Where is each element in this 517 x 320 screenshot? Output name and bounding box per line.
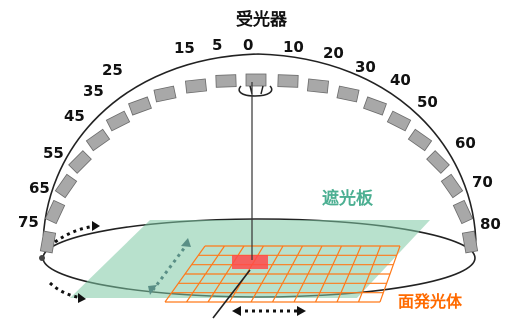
angle-label: 60 [455, 134, 476, 152]
arrow-heads [78, 221, 306, 316]
sensor-block [184, 78, 208, 94]
angle-label: 50 [417, 93, 438, 111]
sensor-block [461, 230, 479, 254]
angle-label: 75 [18, 213, 39, 231]
angle-label: 45 [64, 107, 85, 125]
shield-label: 遮光板 [322, 188, 374, 209]
sensor-block [39, 230, 57, 254]
sensor-block [440, 173, 464, 199]
angle-label: 80 [480, 215, 501, 233]
center-rail [212, 269, 251, 319]
sensor-block [105, 110, 131, 132]
sensor-block [336, 85, 360, 103]
sensor-block [215, 74, 237, 88]
angle-label: 15 [174, 39, 195, 57]
sensor-block [128, 96, 152, 116]
sensor-block [68, 150, 92, 174]
angle-label: 40 [390, 71, 411, 89]
angle-label: 30 [355, 58, 376, 76]
angle-label: 20 [323, 44, 344, 62]
shield-move-arrow-icon [148, 238, 191, 295]
sensor-block [306, 78, 330, 94]
sensor-block [407, 128, 433, 152]
sensor-block [85, 128, 111, 152]
angle-label: 0 [243, 36, 253, 54]
sensor-block [153, 85, 177, 103]
receiver-label: 受光器 [236, 9, 288, 30]
sensor-block [245, 73, 267, 87]
pivot-dot [39, 255, 45, 261]
sensor-block [426, 150, 450, 174]
dotted-move-arrows [48, 224, 300, 313]
angle-label: 35 [83, 82, 104, 100]
angle-label: 65 [29, 179, 50, 197]
sensor-block [452, 199, 474, 225]
angle-label: 10 [283, 38, 304, 56]
rotation-arrow-icon [238, 85, 273, 97]
sensor-block [44, 199, 66, 225]
sensor-block [277, 74, 299, 88]
angle-label: 25 [102, 61, 123, 79]
angle-label: 55 [43, 144, 64, 162]
sensor-block [386, 110, 412, 132]
angle-label: 5 [212, 36, 222, 54]
dome-arc [42, 53, 477, 249]
light-patch [232, 255, 268, 269]
angle-label: 70 [472, 173, 493, 191]
sensor-array [39, 73, 479, 254]
sensor-block [54, 173, 78, 199]
sensor-block [363, 96, 387, 116]
source-label: 面発光体 [398, 292, 463, 311]
